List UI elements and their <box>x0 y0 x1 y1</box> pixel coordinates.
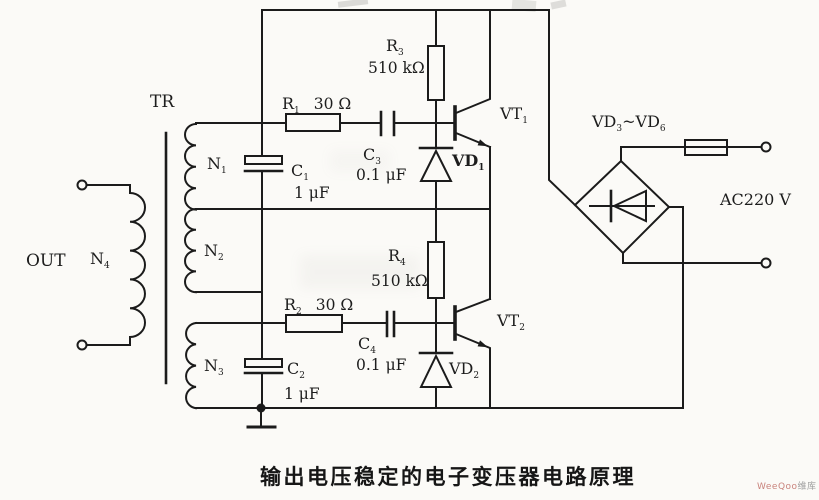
bridge-rectifier <box>573 146 762 409</box>
label-r3: R3 <box>386 36 404 59</box>
bridge-top-wire <box>620 146 762 162</box>
label-c2: C2 <box>287 359 305 382</box>
capacitors <box>243 110 396 375</box>
winding-n1 <box>184 122 198 211</box>
label-n3: N3 <box>204 356 224 379</box>
resistor-r2-body <box>285 314 343 333</box>
c2-top-plate <box>244 358 283 368</box>
label-vt1: VT1 <box>500 104 528 127</box>
diode-vd1 <box>418 122 454 210</box>
terminals <box>76 141 772 351</box>
watermark-brand: WeeQoo <box>757 482 798 492</box>
label-n2: N2 <box>204 241 224 264</box>
label-n1: N1 <box>207 154 227 177</box>
bridge-diode-triangle <box>611 189 647 223</box>
c1-top-plate <box>244 155 283 165</box>
label-out: OUT <box>26 251 66 271</box>
label-c1-value: 1 μF <box>294 184 330 202</box>
vd2-triangle <box>419 353 453 388</box>
right-vertical-wire <box>548 9 577 207</box>
label-n4: N4 <box>90 249 110 272</box>
figure-caption: 输出电压稳定的电子变压器电路原理 <box>260 465 636 489</box>
vt2-emitter-wire <box>454 332 491 409</box>
label-c4-value: 0.1 μF <box>356 356 407 374</box>
watermark: WeeQoo维库 <box>757 479 817 492</box>
label-vt2: VT2 <box>497 311 525 334</box>
bridge-bottom-wire <box>622 252 762 264</box>
watermark-suffix: 维库 <box>797 482 817 492</box>
transistor-vt1 <box>453 9 492 149</box>
resistors <box>285 9 445 333</box>
label-r4: R4 <box>388 246 406 269</box>
wires <box>86 9 684 409</box>
label-r4-value: 510 kΩ <box>371 272 428 290</box>
winding-n2 <box>184 207 198 294</box>
winding-n4 <box>129 184 146 346</box>
vt2-collector-wire <box>454 297 492 314</box>
label-tr: TR <box>150 92 175 112</box>
vd1-triangle <box>419 148 453 182</box>
resistor-r4-body <box>427 241 445 299</box>
scan-stain <box>330 150 390 172</box>
resistor-r1-body <box>285 113 341 132</box>
capacitor-c1 <box>243 155 284 173</box>
label-r3-value: 510 kΩ <box>368 59 425 77</box>
label-c1: C1 <box>291 161 309 184</box>
winding-n3 <box>185 321 198 410</box>
label-vd2: VD2 <box>449 359 480 382</box>
transistor-vt2 <box>453 297 492 409</box>
capacitor-c4-plates <box>385 310 396 338</box>
out-terminal-top <box>76 179 88 191</box>
fuse-body <box>684 139 728 156</box>
vt1-emitter-arrow <box>477 139 488 147</box>
scan-stain <box>300 255 420 289</box>
ground-symbol <box>246 403 277 429</box>
out-terminal-bottom <box>76 339 88 351</box>
ac-terminal-top <box>760 141 772 153</box>
vt2-emitter-arrow <box>477 340 488 348</box>
label-bridge-diodes: VD3~VD6 <box>592 112 666 135</box>
capacitor-c3-plates <box>379 110 396 137</box>
label-c2-value: 1 μF <box>284 385 320 403</box>
resistor-r3-body <box>427 45 445 101</box>
resistor-r4 <box>427 208 445 324</box>
transformer-tr <box>129 122 198 410</box>
ac-terminal-bottom <box>760 257 772 269</box>
label-ac-input: AC220 V <box>720 190 791 209</box>
label-c4: C4 <box>358 334 376 357</box>
resistor-r3 <box>427 9 445 124</box>
capacitor-c2 <box>243 358 284 375</box>
vt1-collector-wire <box>454 9 491 115</box>
bridge-right-wire <box>668 206 684 409</box>
label-vd1: VD1 <box>452 151 485 174</box>
diode-vd2 <box>418 322 454 409</box>
label-c3-value: 0.1 μF <box>356 166 407 184</box>
label-c3: C3 <box>363 145 381 168</box>
